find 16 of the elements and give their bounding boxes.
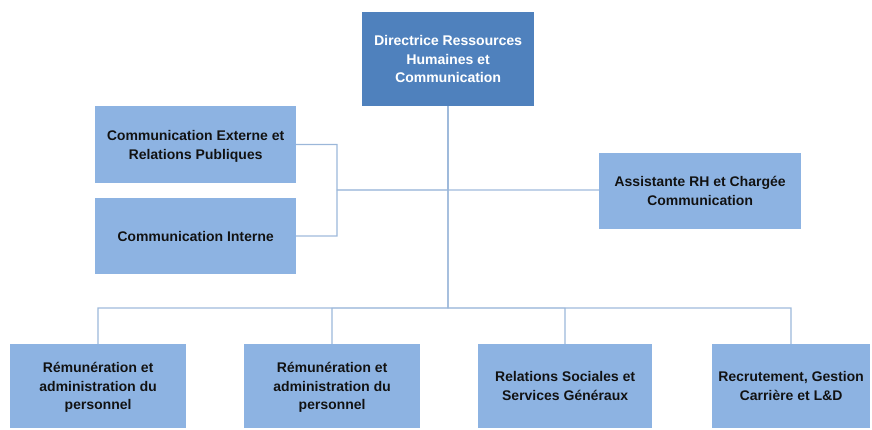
department-box [599,153,801,229]
box-label: Rémunération et administration du personnel [272,358,392,414]
box-label: Communication Interne [117,226,274,246]
head-box [362,12,534,106]
department-box [95,198,296,274]
department-box [478,344,652,428]
department-box [95,106,296,183]
department-box [712,344,870,428]
box-label: Rémunération et administration du personnel [38,358,158,414]
department-box [10,344,186,428]
box-label: Assistante RH et Chargée Communication [613,172,787,210]
box-label: Communication Externe et Relations Publiques [106,126,286,164]
box-label: Directrice Ressources Humaines et Communication [373,30,523,88]
box-label: Recrutement, Gestion Carrière et L&D [717,367,865,405]
box-label: Relations Sociales et Services Généraux [494,367,636,405]
department-box [244,344,420,428]
